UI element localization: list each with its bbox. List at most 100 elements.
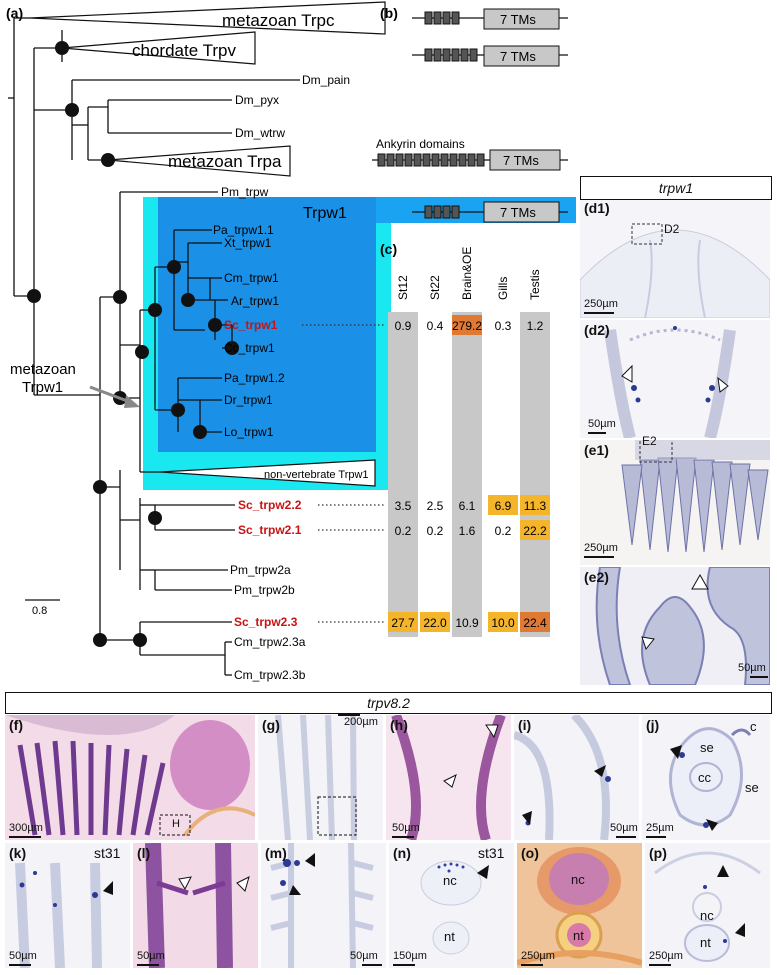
cell-value: 0.9 — [395, 319, 412, 333]
leaf-label: Xt_trpw1 — [224, 236, 272, 250]
domain-diagram-4: 7 TMs — [412, 201, 568, 223]
leaf-label: Cm_trpw2.3b — [234, 668, 306, 682]
domain-diagram-2: 7 TMs — [412, 45, 568, 67]
label-nt-n: nt — [444, 929, 455, 944]
panel-f-label: (f) — [9, 717, 23, 733]
cell-mid — [420, 612, 450, 632]
cell-value: 1.6 — [459, 524, 476, 538]
clade-trpa-label: metazoan Trpa — [168, 152, 282, 171]
label-se-1: se — [700, 740, 714, 755]
metazoan-trpw1-label-1: metazoan — [10, 361, 76, 378]
scale-p: 250µm — [649, 950, 683, 962]
label-c: c — [750, 719, 757, 734]
photo-d1 — [580, 200, 770, 318]
leaf-label: Pm_trpw2a — [230, 563, 291, 577]
photo-i — [514, 715, 639, 840]
cell-value: 22.2 — [523, 524, 547, 538]
leaf-label: Pm_trpw2b — [234, 583, 295, 597]
photo-e2 — [580, 567, 770, 685]
scalebar-j — [646, 836, 666, 838]
tm-label: 7 TMs — [503, 153, 539, 168]
scalebar-h — [392, 836, 414, 838]
leaf-label: Cc_trpw1 — [224, 341, 275, 355]
scale-o: 250µm — [521, 950, 555, 962]
scale-l: 50µm — [137, 950, 165, 962]
leaf-label: Dr_trpw1 — [224, 393, 273, 407]
panel-n-label: (n) — [393, 845, 411, 861]
panel-k-label: (k) — [9, 845, 27, 861]
clade-trpv-label: chordate Trpv — [132, 41, 236, 60]
label-nt-o: nt — [573, 928, 584, 943]
scalebar-n — [393, 964, 415, 966]
cell-value: 2.5 — [427, 499, 444, 513]
scale-label: 0.8 — [32, 605, 47, 617]
scalebar-k — [9, 964, 31, 966]
panel-h-label: (h) — [390, 717, 408, 733]
cell-value: 11.3 — [524, 499, 547, 513]
photo-p — [645, 843, 770, 968]
photo-l — [133, 843, 258, 968]
clade-trpc-triangle — [29, 1, 386, 35]
leaf-label: Cm_trpw1 — [224, 271, 279, 285]
cell-value: 0.2 — [395, 524, 412, 538]
panel-c-label: (c) — [380, 241, 397, 257]
scalebar-m — [362, 964, 382, 966]
domain-diagram-3: Ankyrin domains 7 TMs — [372, 137, 568, 171]
column-header: St12 — [396, 275, 410, 300]
clade-trpa-triangle — [107, 145, 291, 177]
clade-nonvert-label: non-vertebrate Trpw1 — [264, 469, 369, 481]
photo-k — [5, 843, 130, 968]
cell-mid — [388, 612, 418, 632]
metazoan-arrowhead — [124, 395, 140, 408]
photo-j — [642, 715, 770, 840]
leaf-label: Dm_pyx — [235, 93, 279, 107]
leaf-label: Dm_pain — [302, 73, 350, 87]
scalebar-e2 — [750, 676, 768, 678]
photo-m — [261, 843, 386, 968]
scalebar-l — [137, 964, 159, 966]
panel-l-label: (l) — [137, 845, 151, 861]
scalebar-e1 — [584, 556, 614, 558]
panel-e2-label: (e2) — [584, 569, 609, 585]
label-se-2: se — [745, 780, 759, 795]
cell-high — [452, 315, 482, 335]
scalebar-d2 — [588, 432, 606, 434]
panel-d1-label: (d1) — [584, 200, 610, 216]
cell-value: 0.3 — [495, 319, 512, 333]
leaf-label: Pa_trpw1.1 — [213, 223, 274, 237]
ankyrin-label: Ankyrin domains — [376, 137, 465, 151]
column-header: Brain&OE — [460, 247, 474, 300]
stage-label-k: st31 — [94, 845, 121, 861]
scalebar-i — [616, 836, 636, 838]
leaf-label-highlight: Sc_trpw2.3 — [234, 615, 298, 629]
cell-high — [520, 612, 550, 632]
leaf-label: Ar_trpw1 — [231, 294, 279, 308]
panel-g-label: (g) — [262, 717, 280, 733]
scalebar-d1 — [584, 312, 614, 314]
label-nc-n: nc — [443, 873, 457, 888]
scale-d1: 250µm — [584, 298, 618, 310]
metazoan-arrow — [89, 385, 131, 404]
tm-label: 7 TMs — [500, 12, 536, 27]
scalebar-f — [9, 836, 41, 838]
clade-nonvert-triangle — [159, 459, 376, 487]
trpv82-header: trpv8.2 — [5, 692, 772, 714]
metazoan-trpw1-label-2: Trpw1 — [22, 379, 63, 396]
tm-label: 7 TMs — [500, 205, 536, 220]
clade-trpv-triangle — [61, 31, 256, 65]
scale-k: 50µm — [9, 950, 37, 962]
leaf-label-highlight: Sc_trpw2.2 — [238, 498, 302, 512]
scale-f: 300µm — [9, 822, 43, 834]
grey-column-2 — [452, 312, 482, 637]
panel-d2-label: (d2) — [584, 322, 610, 338]
cell-mid — [520, 495, 550, 515]
leader-lines — [302, 324, 386, 623]
scale-n: 150µm — [393, 950, 427, 962]
photo-o — [517, 843, 642, 968]
scale-m: 50µm — [350, 950, 378, 962]
leaf-label: Cm_trpw2.3a — [234, 635, 306, 649]
box-h-label: H — [172, 818, 180, 830]
photo-d2 — [580, 320, 770, 438]
photo-n — [389, 843, 514, 968]
photo-e1 — [580, 440, 770, 565]
